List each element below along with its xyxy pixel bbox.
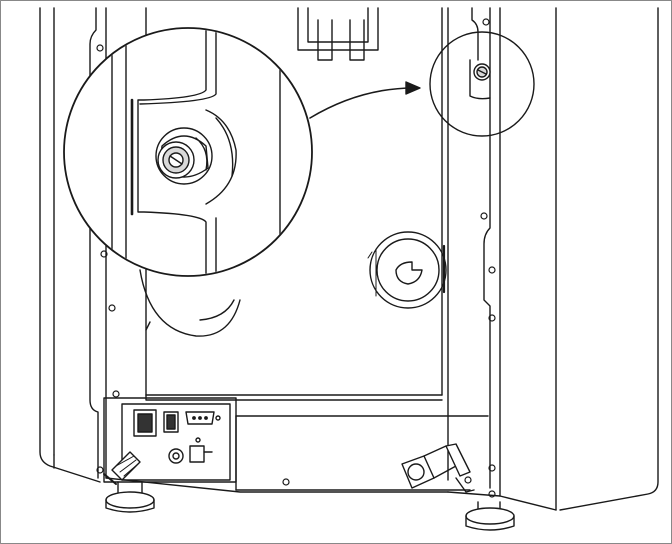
mounting-holes bbox=[96, 18, 496, 498]
power-switch[interactable] bbox=[137, 413, 153, 433]
screw-icon bbox=[155, 127, 213, 185]
cabinet-body bbox=[39, 7, 659, 511]
flue-port bbox=[367, 231, 447, 309]
magnified-callout bbox=[63, 27, 313, 277]
levelling-feet bbox=[105, 481, 515, 531]
rocker-switch[interactable] bbox=[166, 414, 176, 430]
screw-small bbox=[473, 63, 491, 81]
round-opening bbox=[139, 269, 241, 337]
round-knob bbox=[168, 448, 184, 464]
connector-port bbox=[185, 411, 215, 425]
gas-fitting bbox=[103, 451, 141, 485]
control-panel bbox=[103, 397, 237, 485]
highlight-circle bbox=[429, 31, 535, 137]
callout-arrow bbox=[309, 81, 421, 119]
water-fitting bbox=[401, 443, 475, 493]
fuse-holder bbox=[189, 445, 205, 463]
